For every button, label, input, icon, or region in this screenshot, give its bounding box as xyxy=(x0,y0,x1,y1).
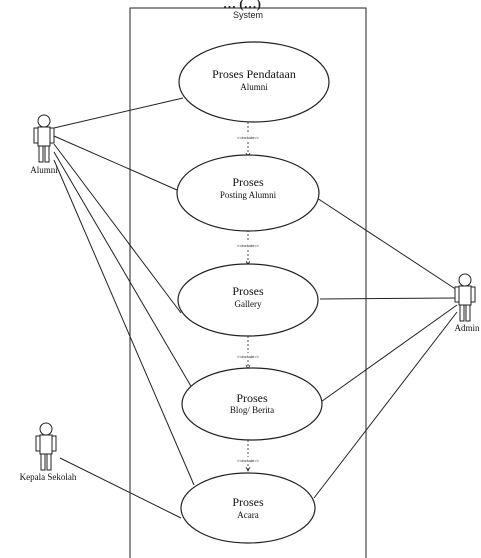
use-case-title: Proses xyxy=(236,391,268,405)
actor-head xyxy=(39,422,53,436)
actor-left-leg xyxy=(38,145,44,163)
use-case-subtitle: Blog/ Berita xyxy=(230,405,274,415)
actor-body xyxy=(39,434,53,455)
actor-body xyxy=(458,285,472,306)
actor-alumni-label: Alumni xyxy=(30,165,58,175)
include-arrow-4 xyxy=(245,466,251,472)
actor-right-leg xyxy=(44,145,50,163)
actor-left-arm xyxy=(35,435,41,452)
assoc-admin-posting xyxy=(316,197,458,291)
actor-body xyxy=(37,126,51,147)
assoc-kepala-acara xyxy=(59,457,182,519)
assoc-alumni-pendataan xyxy=(53,97,184,129)
use-case-title: Proses Pendataan xyxy=(212,67,296,81)
actor-left-leg xyxy=(459,304,465,322)
assoc-alumni-posting xyxy=(53,135,178,191)
use-case-title: Proses xyxy=(232,284,264,298)
actor-left-leg xyxy=(40,453,46,471)
include-label-2: <<include>> xyxy=(237,243,260,248)
use-case-subtitle: Gallery xyxy=(235,299,262,309)
actor-left-arm xyxy=(454,286,460,303)
actor-admin-label: Admin xyxy=(454,323,480,333)
actor-right-arm xyxy=(51,435,57,452)
include-label-1: <<include>> xyxy=(237,135,260,140)
use-case-blog-berita[interactable]: Proses Blog/ Berita xyxy=(181,367,323,441)
assoc-admin-acara xyxy=(313,311,458,499)
actor-kepala-sekolah-label: Kepala Sekolah xyxy=(20,472,77,482)
use-case-subtitle: Posting Alumni xyxy=(220,190,277,200)
actor-head xyxy=(458,273,472,287)
use-case-title: Proses xyxy=(232,175,264,189)
assoc-admin-gallery xyxy=(319,297,458,300)
assoc-alumni-acara xyxy=(53,159,195,486)
actor-right-arm xyxy=(470,286,476,303)
actor-head xyxy=(37,114,51,128)
system-boundary xyxy=(129,7,367,558)
actor-right-leg xyxy=(465,304,471,322)
actor-admin[interactable] xyxy=(454,273,476,322)
actor-alumni[interactable] xyxy=(33,114,55,163)
actor-right-leg xyxy=(46,453,52,471)
assoc-alumni-blog xyxy=(53,151,193,389)
use-case-acara[interactable]: Proses Acara xyxy=(180,472,316,544)
use-case-subtitle: Alumni xyxy=(240,82,268,92)
include-label-3: <<include>> xyxy=(237,354,260,359)
assoc-admin-blog xyxy=(317,304,458,405)
associations-alumni xyxy=(53,97,195,486)
actor-left-arm xyxy=(33,127,39,144)
use-case-posting-alumni[interactable]: Proses Posting Alumni xyxy=(176,154,320,232)
actor-right-arm xyxy=(49,127,55,144)
use-case-subtitle: Acara xyxy=(237,510,258,520)
actor-kepala-sekolah[interactable] xyxy=(35,422,57,471)
use-case-title: Proses xyxy=(232,495,264,509)
include-labels: <<include>> <<include>> <<include>> <<in… xyxy=(232,134,264,463)
top-title-fragment: … (…) xyxy=(223,0,261,11)
associations-admin xyxy=(313,197,458,499)
system-label: System xyxy=(233,10,263,20)
use-case-gallery[interactable]: Proses Gallery xyxy=(177,263,319,337)
include-label-4: <<include>> xyxy=(237,458,260,463)
use-case-pendataan-alumni[interactable]: Proses Pendataan Alumni xyxy=(178,41,330,123)
assoc-alumni-gallery xyxy=(53,143,182,314)
